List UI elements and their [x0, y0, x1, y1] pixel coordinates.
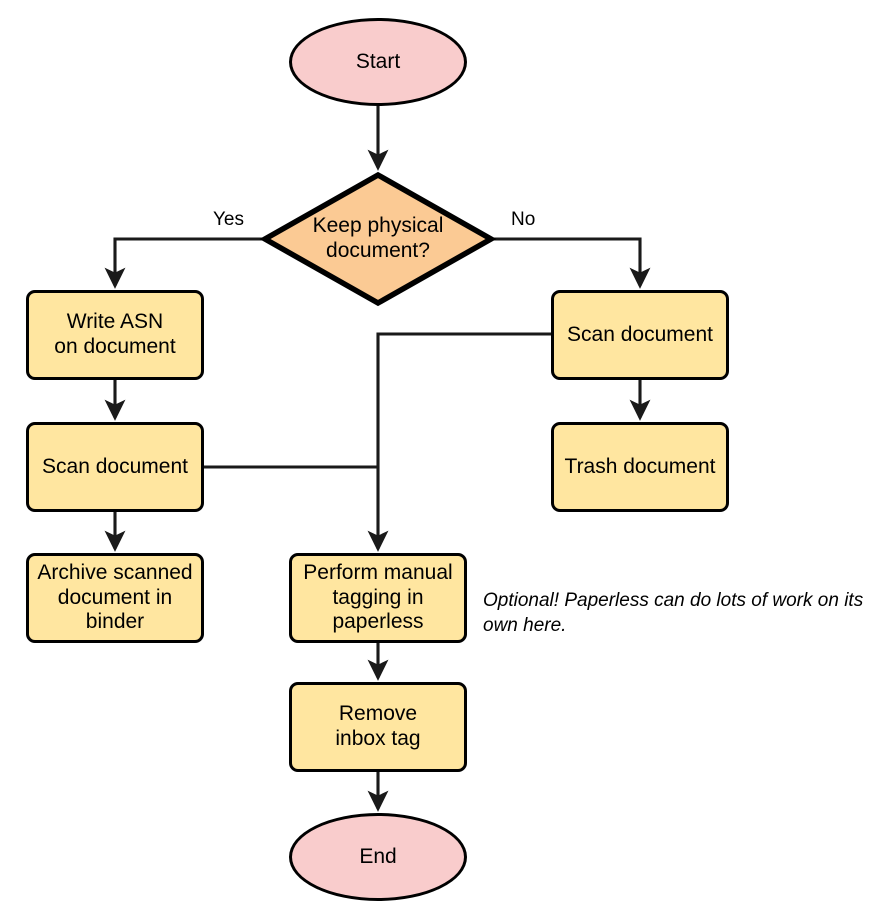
node-end-label: End [359, 844, 397, 868]
annotation-optional-note: Optional! Paperless can do lots of work … [483, 590, 864, 637]
node-keep-physical-document[interactable]: Keep physical document? [259, 171, 497, 307]
node-scan-document-right[interactable]: Scan document [551, 290, 729, 380]
node-archive-binder-label: Archive scanned document in binder [37, 560, 193, 634]
node-trash-document[interactable]: Trash document [551, 422, 729, 512]
node-manual-tagging[interactable]: Perform manual tagging in paperless [289, 553, 467, 643]
node-start-label: Start [355, 49, 401, 73]
edge-decision-to-scan-right [494, 237, 651, 289]
edge-label-yes: Yes [210, 209, 247, 231]
node-write-asn[interactable]: Write ASN on document [26, 290, 204, 380]
node-scan-document-left-label: Scan document [42, 454, 188, 478]
node-scan-document-left[interactable]: Scan document [26, 422, 204, 512]
diamond-shape [259, 171, 497, 307]
node-manual-tagging-label: Perform manual tagging in paperless [303, 560, 453, 634]
node-end[interactable]: End [289, 813, 467, 901]
node-start[interactable]: Start [289, 18, 467, 106]
edge-decision-to-write-asn [104, 237, 262, 289]
node-archive-binder[interactable]: Archive scanned document in binder [26, 553, 204, 643]
node-trash-document-label: Trash document [564, 454, 716, 478]
edge-label-no: No [508, 209, 539, 231]
edge-scan-right-to-tagging [367, 332, 551, 552]
node-write-asn-label: Write ASN on document [54, 310, 176, 358]
node-remove-inbox-tag[interactable]: Remove inbox tag [289, 682, 467, 772]
node-keep-physical-document-label: Keep physical document? [312, 214, 444, 262]
node-remove-inbox-tag-label: Remove inbox tag [335, 702, 421, 750]
node-scan-document-right-label: Scan document [567, 322, 713, 346]
